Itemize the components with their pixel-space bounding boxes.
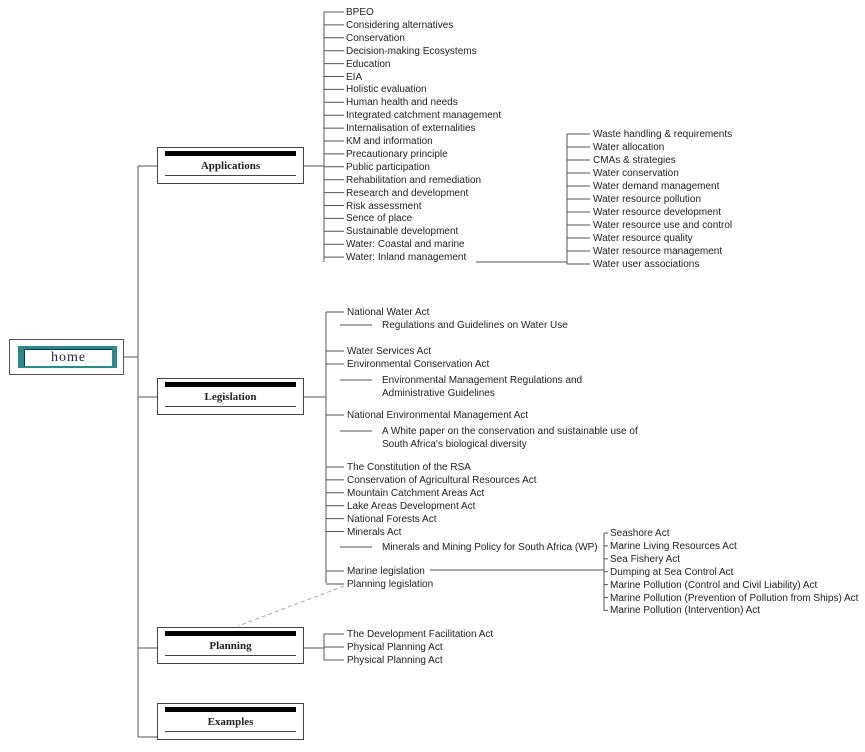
applications-item[interactable]: Precautionary principle <box>346 148 448 160</box>
examples-bar <box>165 707 296 712</box>
planning-item[interactable]: Physical Planning Act <box>347 655 443 666</box>
link-env-mgmt-regs-line2[interactable]: Administrative Guidelines <box>382 388 495 399</box>
applications-item[interactable]: Decision-making Ecosystems <box>346 45 477 57</box>
home-label: home <box>24 349 112 366</box>
water-item[interactable]: Water resource use and control <box>593 220 733 231</box>
applications-item[interactable]: EIA <box>346 71 363 83</box>
water-item[interactable]: Water resource pollution <box>593 194 702 205</box>
examples-label: Examples <box>207 716 254 728</box>
marine-item[interactable]: Dumping at Sea Control Act <box>610 566 734 578</box>
water-item[interactable]: Water demand management <box>593 181 720 192</box>
link-nema[interactable]: National Environmental Management Act <box>347 410 529 421</box>
legislation-act-item[interactable]: Minerals Act <box>347 526 402 538</box>
water-item[interactable]: Water resource management <box>593 246 723 257</box>
link-planning-legislation[interactable]: Planning legislation <box>347 579 434 590</box>
applications-item[interactable]: Internalisation of externalities <box>346 123 476 135</box>
home-button[interactable]: home <box>9 339 124 375</box>
link-national-water-act[interactable]: National Water Act <box>347 307 430 318</box>
planning-item[interactable]: Physical Planning Act <box>347 642 443 653</box>
link-marine-legislation[interactable]: Marine legislation <box>347 566 425 577</box>
home-button-frame: home <box>18 346 117 368</box>
legislation-act-item[interactable]: Lake Areas Development Act <box>347 500 476 512</box>
legislation-label: Legislation <box>204 391 257 403</box>
water-item[interactable]: Waste handling & requirements <box>593 129 733 140</box>
legislation-act-item[interactable]: Mountain Catchment Areas Act <box>347 487 485 499</box>
legislation-act-item[interactable]: The Constitution of the RSA <box>347 462 471 473</box>
applications-underline <box>165 175 296 176</box>
examples-underline <box>165 731 296 732</box>
applications-item[interactable]: Sustainable development <box>346 226 459 238</box>
marine-item[interactable]: Sea Fishery Act <box>610 553 681 565</box>
legislation-act-item[interactable]: Conservation of Agricultural Resources A… <box>347 474 537 486</box>
applications-item[interactable]: Water: Inland management <box>346 252 467 264</box>
applications-label: Applications <box>200 160 261 172</box>
planning-item[interactable]: The Development Facilitation Act <box>347 629 494 640</box>
applications-item[interactable]: Integrated catchment management <box>346 110 502 122</box>
link-env-conservation-act[interactable]: Environmental Conservation Act <box>347 359 490 370</box>
applications-item[interactable]: Education <box>346 58 391 70</box>
applications-item[interactable]: Rehabilitation and remediation <box>346 174 482 186</box>
applications-item[interactable]: Human health and needs <box>346 97 458 109</box>
examples-box[interactable]: Examples <box>157 703 304 740</box>
legislation-underline <box>165 406 296 407</box>
marine-item[interactable]: Marine Pollution (Control and Civil Liab… <box>610 579 818 591</box>
applications-item[interactable]: Public participation <box>346 161 430 173</box>
applications-item[interactable]: Water: Coastal and marine <box>346 239 465 251</box>
legislation-box[interactable]: Legislation <box>157 378 304 415</box>
marine-item[interactable]: Marine Pollution (Prevention of Pollutio… <box>610 592 859 604</box>
planning-box[interactable]: Planning <box>157 627 304 664</box>
marine-item[interactable]: Seashore Act <box>610 528 670 539</box>
applications-item[interactable]: Sence of place <box>346 213 413 225</box>
applications-item[interactable]: BPEO <box>346 7 374 18</box>
link-env-mgmt-regs[interactable]: Environmental Management Regulations and <box>382 375 583 386</box>
legislation-bar <box>165 382 296 387</box>
planning-bar <box>165 631 296 636</box>
applications-item[interactable]: Conservation <box>346 32 405 44</box>
applications-bar <box>165 151 296 156</box>
water-item[interactable]: Water allocation <box>593 142 665 153</box>
water-item[interactable]: Water conservation <box>593 168 679 179</box>
water-item[interactable]: Water resource development <box>593 207 722 218</box>
link-white-paper-line2[interactable]: South Africa's biological diversity <box>382 439 527 450</box>
link-regulations-water-use[interactable]: Regulations and Guidelines on Water Use <box>382 320 568 331</box>
marine-item[interactable]: Marine Living Resources Act <box>610 540 737 552</box>
applications-item[interactable]: Research and development <box>346 187 469 199</box>
applications-item[interactable]: Holistic evaluation <box>346 84 427 96</box>
applications-item[interactable]: Considering alternatives <box>346 19 454 31</box>
link-white-paper[interactable]: A White paper on the conservation and su… <box>382 426 638 437</box>
applications-item[interactable]: KM and information <box>346 136 433 147</box>
water-item[interactable]: Water resource quality <box>593 233 693 244</box>
link-minerals-policy[interactable]: Minerals and Mining Policy for South Afr… <box>382 542 598 553</box>
planning-underline <box>165 655 296 656</box>
water-item[interactable]: CMAs & strategies <box>593 155 676 166</box>
legislation-act-item[interactable]: National Forests Act <box>347 513 437 525</box>
water-item[interactable]: Water user associations <box>593 259 700 270</box>
applications-item[interactable]: Risk assessment <box>346 200 422 212</box>
planning-label: Planning <box>209 640 252 652</box>
link-water-services-act[interactable]: Water Services Act <box>347 346 432 357</box>
applications-box[interactable]: Applications <box>157 147 304 184</box>
marine-item[interactable]: Marine Pollution (Intervention) Act <box>610 605 761 617</box>
